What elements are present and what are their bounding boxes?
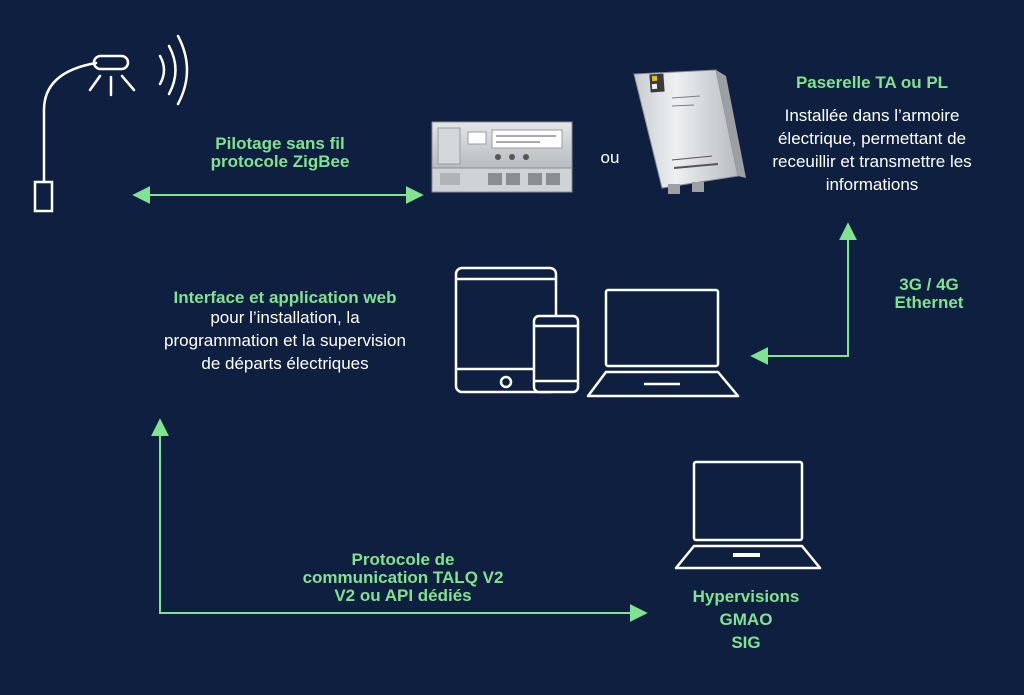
gateway-description: Installée dans l’armoire électrique, per… — [740, 104, 1004, 196]
network-arrow — [750, 222, 857, 365]
gateway-title: Paserelle TA ou PL — [795, 73, 949, 92]
gateway-desc-line: informations — [825, 175, 919, 194]
talq-arrow — [151, 418, 648, 622]
din-rail-module-icon — [431, 121, 573, 193]
talq-label-line: Protocole de — [351, 550, 455, 569]
webapp-desc-line: pour l’installation, la — [210, 308, 360, 327]
street-lamp-icon — [33, 54, 136, 213]
or-label: ou — [600, 148, 620, 167]
hypervision-label-line: SIG — [731, 633, 761, 652]
network-label-line1: 3G / 4G — [899, 275, 959, 294]
hypervision-label-line: Hypervisions — [692, 587, 800, 606]
talq-label-line: communication TALQ V2 — [302, 568, 504, 587]
talq-label: Protocole de communication TALQ V2 V2 ou… — [270, 551, 536, 605]
webapp-desc-line: programmation et la supervision — [164, 331, 406, 350]
gateway-desc-line: receuillir et transmettre les — [772, 152, 972, 171]
zigbee-label-line2: protocole ZigBee — [210, 152, 350, 171]
network-label: 3G / 4G Ethernet — [870, 276, 988, 312]
webapp-description: pour l’installation, la programmation et… — [120, 306, 450, 375]
signal-waves-icon — [158, 34, 189, 106]
gateway-box-icon — [633, 69, 746, 194]
talq-label-line: V2 ou API dédiés — [334, 586, 472, 605]
webapp-desc-line: de départs électriques — [201, 354, 369, 373]
webapp-title: Interface et application web — [173, 288, 397, 307]
gateway-desc-line: Installée dans l’armoire — [784, 106, 960, 125]
smartphone-icon — [532, 314, 580, 394]
laptop-icon — [586, 288, 740, 398]
gateway-desc-line: électrique, permettant de — [777, 129, 967, 148]
network-label-line2: Ethernet — [894, 293, 964, 312]
zigbee-label: Pilotage sans fil protocole ZigBee — [170, 135, 390, 171]
zigbee-label-line1: Pilotage sans fil — [215, 134, 345, 153]
laptop-icon — [674, 460, 822, 570]
hypervision-label: Hypervisions GMAO SIG — [660, 585, 832, 654]
hypervision-label-line: GMAO — [719, 610, 773, 629]
